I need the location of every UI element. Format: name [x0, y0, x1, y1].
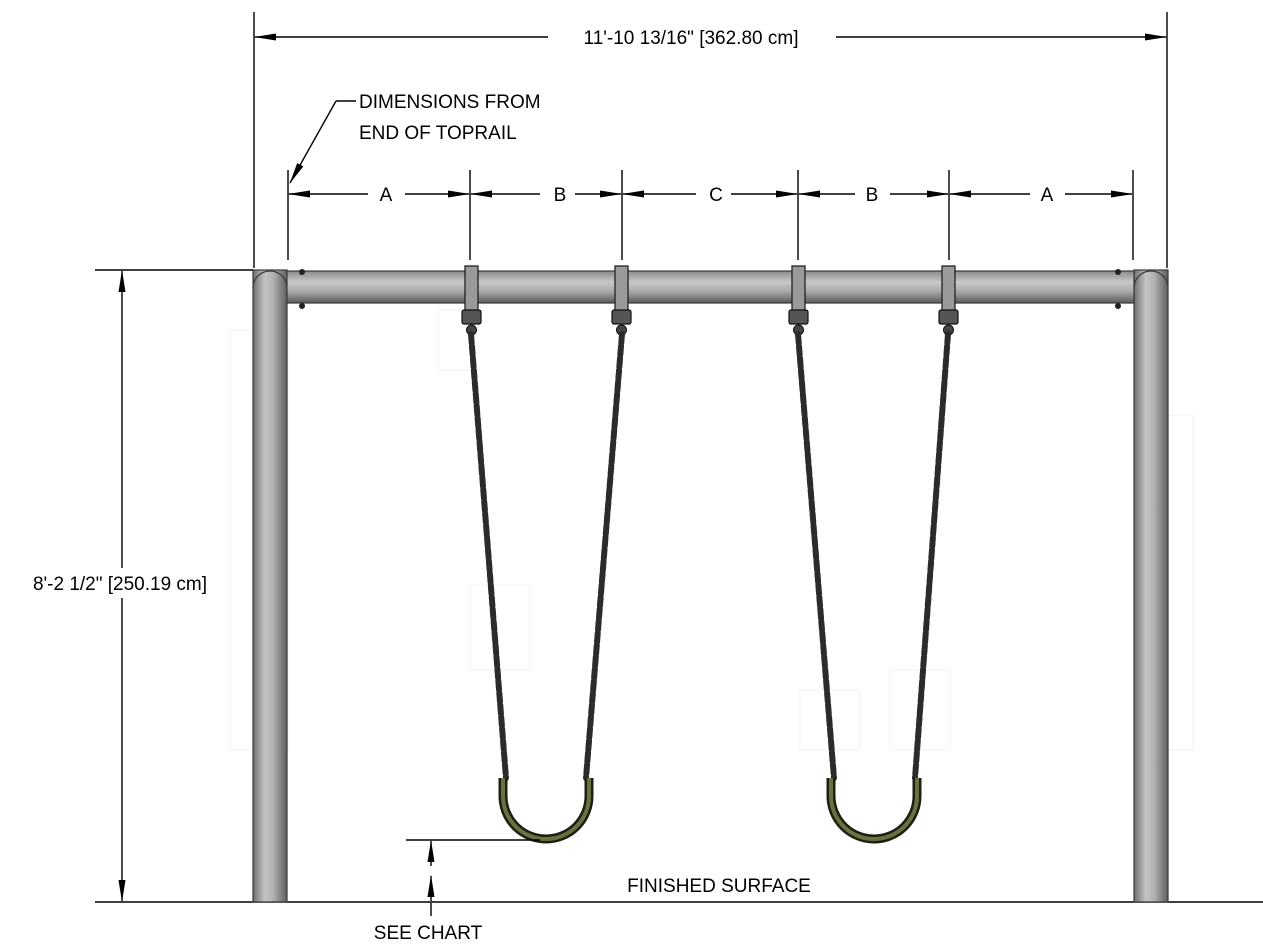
top-rail	[286, 269, 1135, 309]
background-ghost-panels	[229, 309, 1194, 751]
note-line-2: END OF TOPRAIL	[359, 123, 517, 144]
spacing-label-b-left: B	[554, 185, 567, 206]
spacing-label-a-left: A	[380, 185, 393, 206]
see-chart-label: SEE CHART	[374, 923, 483, 944]
chain-1-left	[468, 331, 509, 781]
left-post	[252, 269, 288, 903]
chains	[468, 331, 951, 781]
chain-2-right	[912, 331, 951, 781]
spacing-label-c: C	[709, 185, 723, 206]
hanger-1	[461, 265, 482, 336]
hanger-4	[938, 265, 959, 336]
swing-seat-1	[498, 778, 594, 844]
overall-height-dimension: 8'-2 1/2" [250.19 cm]	[33, 269, 253, 902]
seat-clearance-dimension: SEE CHART	[374, 839, 540, 944]
spacing-dimensions: A B C B A	[287, 170, 1134, 260]
chain-2-left	[795, 331, 837, 781]
spacing-label-a-right: A	[1041, 185, 1054, 206]
chain-1-right	[583, 331, 625, 781]
hanger-3	[788, 265, 809, 336]
right-post	[1133, 269, 1169, 903]
hanger-2	[611, 265, 632, 336]
overall-width-label: 11'-10 13/16" [362.80 cm]	[584, 28, 799, 49]
swing-seat-2	[826, 778, 922, 844]
toprail-note: DIMENSIONS FROM END OF TOPRAIL	[289, 92, 541, 184]
overall-height-label: 8'-2 1/2" [250.19 cm]	[33, 574, 207, 595]
finished-surface-label: FINISHED SURFACE	[627, 876, 811, 897]
overall-width-dimension: 11'-10 13/16" [362.80 cm]	[253, 12, 1168, 268]
note-line-1: DIMENSIONS FROM	[359, 92, 541, 113]
spacing-label-b-right: B	[866, 185, 879, 206]
